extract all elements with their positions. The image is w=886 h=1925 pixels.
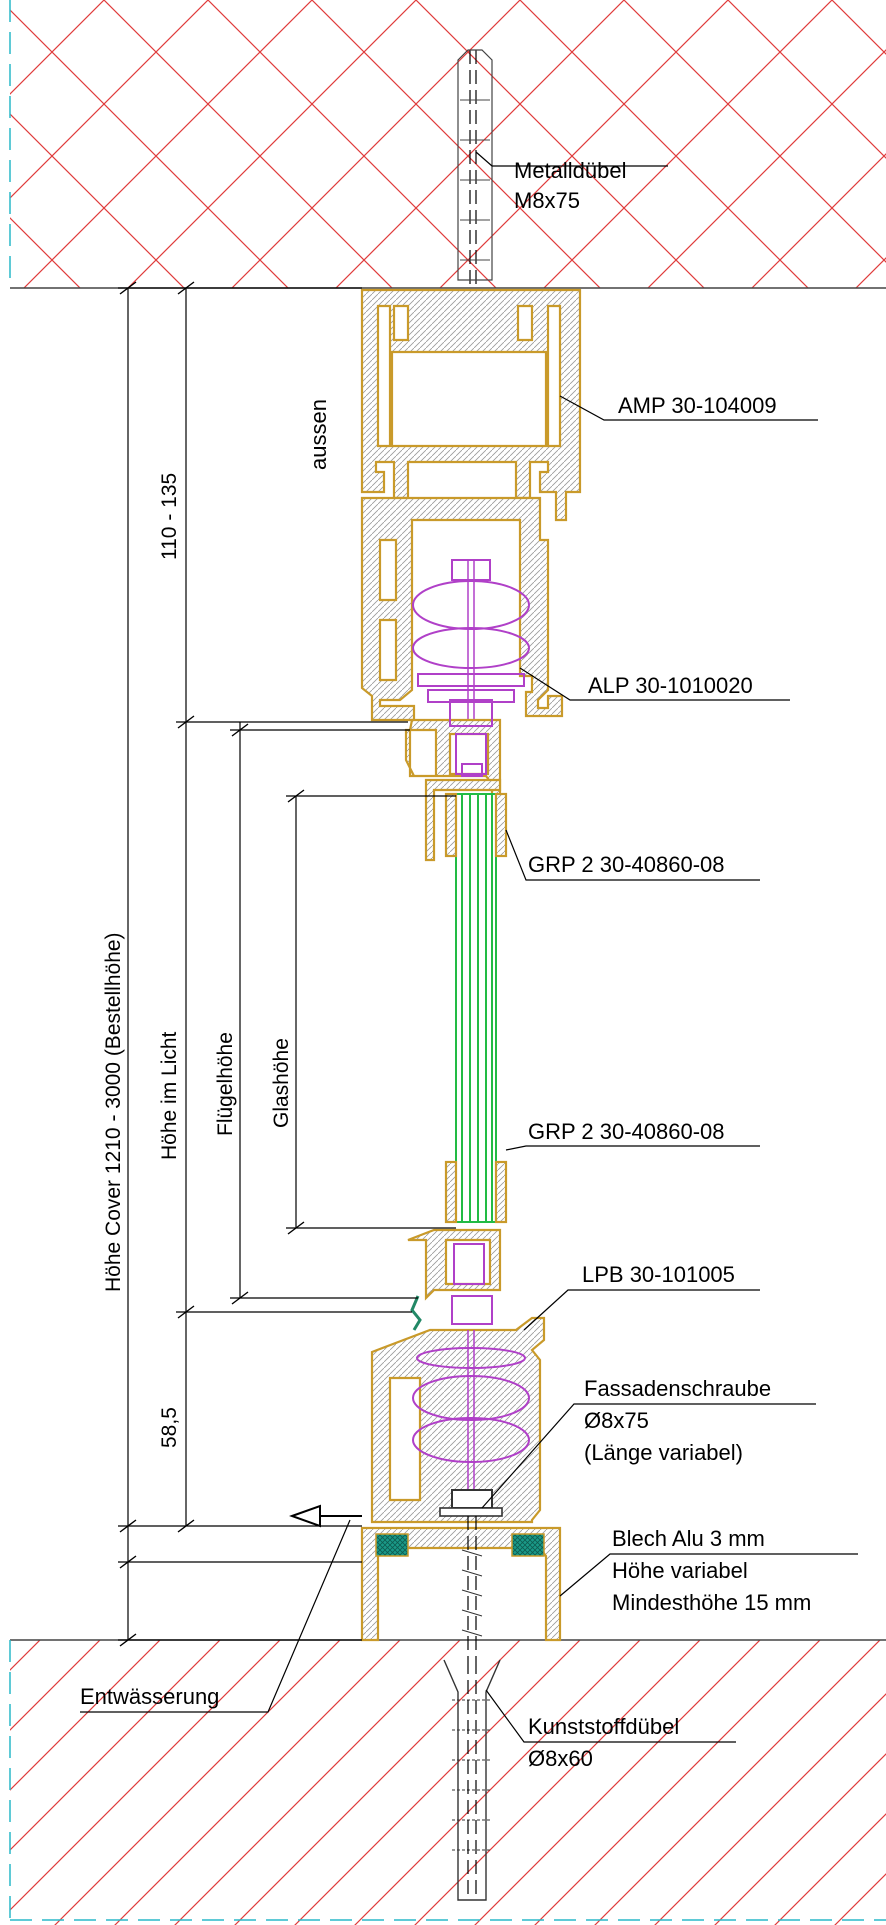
drainage-arrow xyxy=(289,1504,362,1528)
label-kunststoffdubel-size: Ø8x60 xyxy=(528,1746,593,1771)
lpb-profile xyxy=(370,1316,546,1524)
concrete-floor xyxy=(9,1639,886,1925)
label-entwasserung: Entwässerung xyxy=(80,1684,219,1709)
dimension-lines xyxy=(118,281,456,1647)
label-kunststoffdubel: Kunststoffdübel xyxy=(528,1714,679,1739)
alu-sheet xyxy=(360,1526,562,1642)
alp-profile xyxy=(360,496,564,722)
label-aussen: aussen xyxy=(306,399,331,470)
label-blech-min: Mindesthöhe 15 mm xyxy=(612,1590,811,1615)
label-metalldubel-size: M8x75 xyxy=(514,188,580,213)
dim-bottom: 58,5 xyxy=(158,1407,181,1448)
lower-sash-profile xyxy=(407,1228,502,1331)
label-fassadenschraube-size: Ø8x75 xyxy=(584,1408,649,1433)
label-grp-top: GRP 2 30-40860-08 xyxy=(528,852,725,877)
label-amp: AMP 30-104009 xyxy=(618,393,777,418)
glass-pane xyxy=(444,792,508,1224)
plastic-anchor xyxy=(443,1659,501,1901)
dim-glas: Glashöhe xyxy=(270,1038,293,1128)
upper-sash-profile xyxy=(404,699,502,862)
top-gasket xyxy=(412,559,530,720)
label-grp-bottom: GRP 2 30-40860-08 xyxy=(528,1119,725,1144)
dim-top: 110 - 135 xyxy=(158,473,181,560)
dim-flugel: Flügelhöhe xyxy=(214,1032,237,1136)
label-blech: Blech Alu 3 mm xyxy=(612,1526,765,1551)
dim-licht: Höhe im Licht xyxy=(158,1031,181,1160)
facade-screw xyxy=(461,1516,483,1660)
concrete-ceiling xyxy=(9,0,886,289)
label-fassadenschraube-note: (Länge variabel) xyxy=(584,1440,743,1465)
label-metalldubel: Metalldübel xyxy=(514,158,627,183)
label-fassadenschraube: Fassadenschraube xyxy=(584,1376,771,1401)
label-blech-height: Höhe variabel xyxy=(612,1558,748,1583)
label-lpb: LPB 30-101005 xyxy=(582,1262,735,1287)
dim-cover: Höhe Cover 1210 - 3000 (Bestellhöhe) xyxy=(102,932,125,1292)
label-alp: ALP 30-1010020 xyxy=(588,673,753,698)
amp-profile xyxy=(360,288,582,522)
leader-lines xyxy=(80,151,858,1743)
